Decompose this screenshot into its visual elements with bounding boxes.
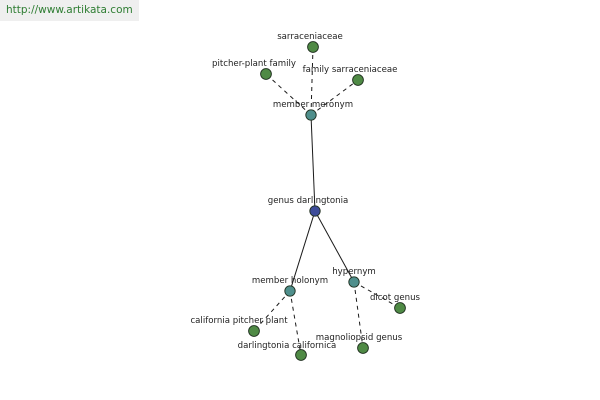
edge-hypernym-to-magnoliopsid-genus: [353, 281, 364, 349]
node-label-sarraceniaceae[interactable]: sarraceniaceae: [277, 32, 343, 42]
node-label-pitcher-plant-family[interactable]: pitcher-plant family: [212, 59, 296, 69]
site-url-banner[interactable]: http://www.artikata.com: [0, 0, 139, 21]
edge-member-meronym-to-pitcher-plant-family: [265, 73, 312, 116]
node-member-holonym[interactable]: [284, 285, 296, 297]
labels-layer: genus darlingtonia member meronym member h…: [190, 32, 420, 351]
node-label-california-pitcher-plant[interactable]: california pitcher plant: [190, 316, 288, 326]
node-family-sarraceniaceae[interactable]: [352, 74, 364, 86]
edge-member-meronym-to-sarraceniaceae: [310, 46, 314, 116]
edges-layer: [253, 46, 401, 356]
node-label-member-holonym[interactable]: member holonym: [252, 276, 328, 286]
node-dicot-genus[interactable]: [394, 302, 406, 314]
edge-center-to-member-meronym: [310, 114, 316, 212]
node-darlingtonia-californica[interactable]: [295, 349, 307, 361]
edge-center-to-hypernym: [314, 210, 355, 283]
node-label-member-meronym[interactable]: member meronym: [273, 100, 353, 110]
node-hypernym[interactable]: [348, 276, 360, 288]
edge-center-to-member-holonym: [289, 210, 316, 292]
nodes-layer: [248, 41, 406, 361]
node-label-darlingtonia-californica[interactable]: darlingtonia californica: [238, 341, 337, 351]
node-label-magnoliopsid-genus[interactable]: magnoliopsid genus: [316, 333, 403, 343]
node-label-hypernym[interactable]: hypernym: [332, 267, 376, 277]
edge-member-holonym-to-darlingtonia-californica: [289, 290, 302, 356]
node-label-center[interactable]: genus darlingtonia: [268, 196, 349, 206]
edge-member-meronym-to-family-sarraceniaceae: [310, 79, 359, 116]
edge-member-holonym-to-california-pitcher-plant: [253, 290, 291, 332]
node-member-meronym[interactable]: [305, 109, 317, 121]
edge-hypernym-to-dicot-genus: [353, 281, 401, 309]
node-label-dicot-genus[interactable]: dicot genus: [370, 293, 421, 303]
node-label-family-sarraceniaceae[interactable]: family sarraceniaceae: [303, 65, 398, 75]
node-california-pitcher-plant[interactable]: [248, 325, 260, 337]
node-pitcher-plant-family[interactable]: [260, 68, 272, 80]
node-sarraceniaceae[interactable]: [307, 41, 319, 53]
node-magnoliopsid-genus[interactable]: [357, 342, 369, 354]
node-center[interactable]: [309, 205, 321, 217]
